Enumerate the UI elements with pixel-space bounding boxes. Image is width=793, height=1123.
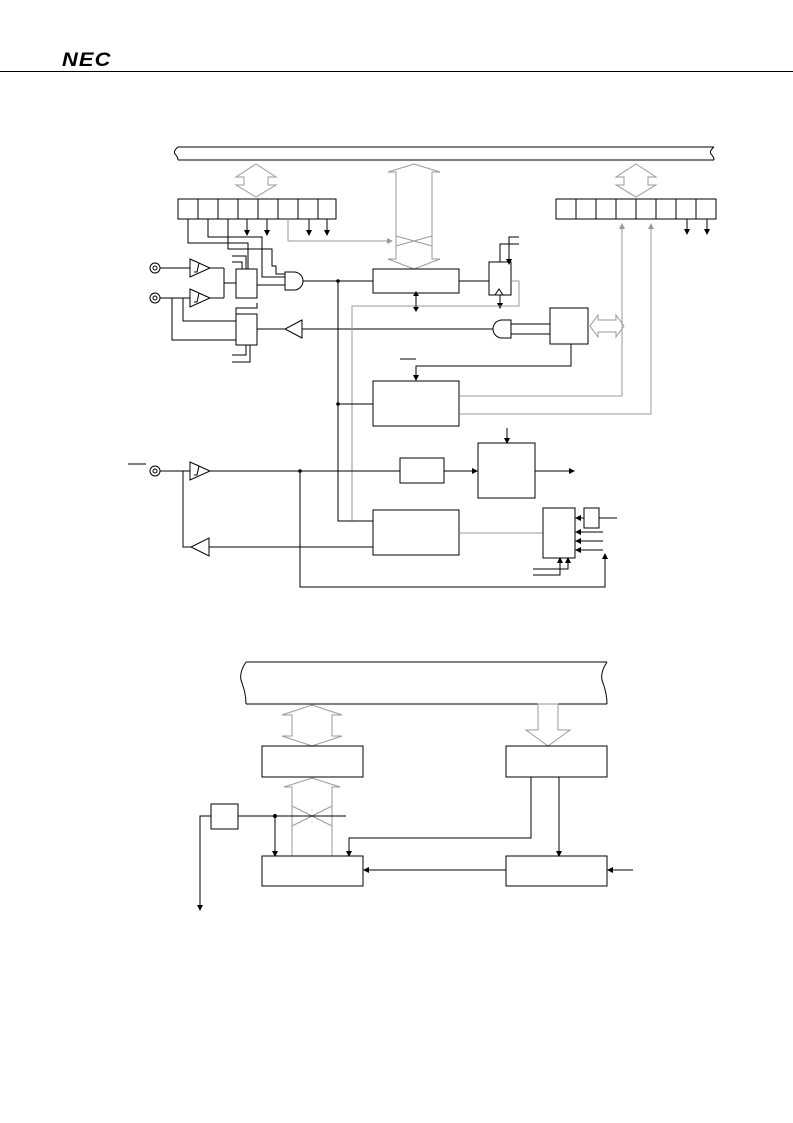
lower-right-counter	[505, 855, 608, 887]
bus-arrow-bidir	[281, 704, 343, 747]
header-rule	[0, 71, 793, 72]
bus-arrow-down	[524, 703, 572, 747]
clock-selector	[542, 507, 576, 559]
lower-small-block	[210, 803, 239, 830]
register-left-outputs	[244, 219, 393, 244]
internal-bus-top	[173, 146, 715, 161]
page-header: NEC	[0, 0, 793, 72]
shift-block	[399, 457, 445, 484]
bus-arrow-right	[614, 163, 658, 198]
data-register-block	[477, 442, 536, 499]
schmitt-buffer-serial	[189, 461, 212, 481]
register-left	[177, 198, 337, 220]
nec-logo: NEC	[62, 50, 112, 71]
and-gate-upper	[284, 271, 304, 291]
control-register-block	[549, 307, 589, 345]
schmitt-buffer-2	[189, 288, 212, 308]
counter-block	[372, 268, 460, 294]
lower-right-register	[505, 745, 608, 778]
mode-block	[372, 380, 460, 427]
and-gate-middle	[492, 319, 512, 339]
schmitt-buffer-1	[189, 258, 212, 278]
lower-left-buffer	[261, 855, 364, 887]
internal-bus-bottom	[240, 661, 608, 705]
register-right	[555, 198, 717, 235]
lower-left-register	[261, 745, 364, 778]
bus-arrow-side	[589, 313, 625, 339]
output-control-block	[372, 509, 460, 556]
bus-arrow-crossed	[283, 777, 341, 857]
bus-arrow-left	[234, 163, 278, 198]
